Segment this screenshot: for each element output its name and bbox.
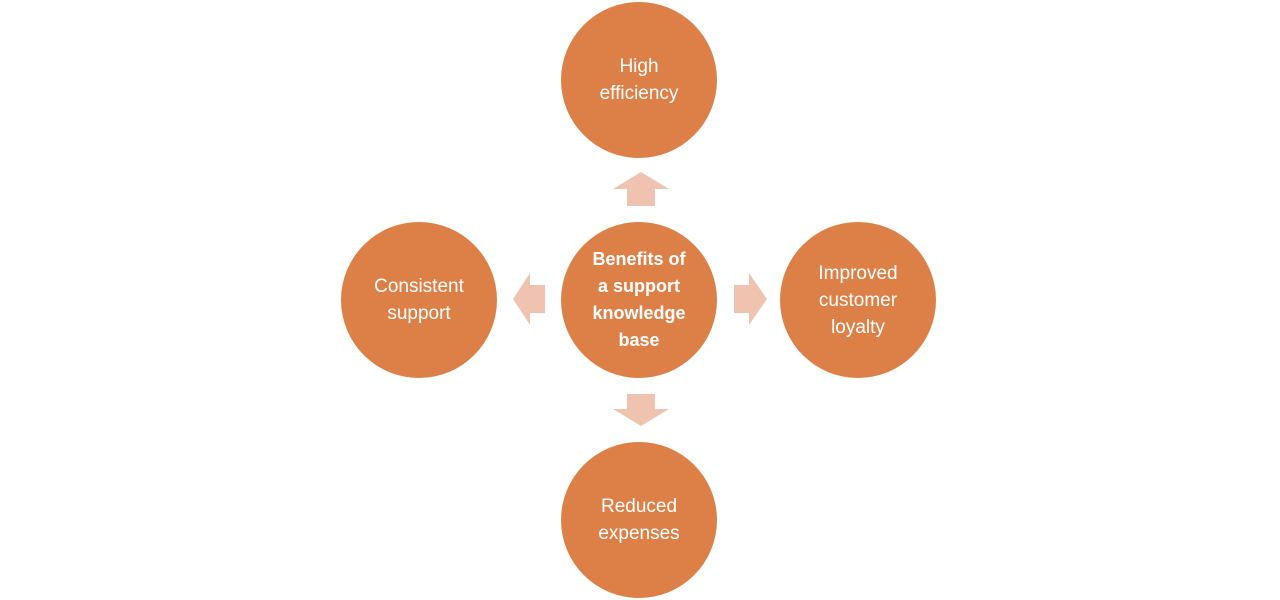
- arrow-right-to-improved-loyalty: [734, 273, 767, 325]
- arrow-up-to-high-efficiency: [613, 172, 669, 206]
- node-improved-customer-loyalty: Improved customer loyalty: [780, 222, 936, 378]
- center-node-benefits: Benefits of a support knowledge base: [561, 222, 717, 378]
- arrow-down-to-reduced-expenses: [613, 394, 669, 426]
- node-reduced-expenses-label: Reduced expenses: [598, 496, 680, 544]
- node-consistent-support-label: Consistent support: [374, 276, 464, 324]
- arrow-left-to-consistent-support: [513, 273, 545, 325]
- node-consistent-support: Consistent support: [341, 222, 497, 378]
- center-node-label: Benefits of a support knowledge base: [592, 249, 686, 350]
- node-high-efficiency-label: High efficiency: [599, 56, 679, 104]
- node-high-efficiency: High efficiency: [561, 2, 717, 158]
- node-reduced-expenses: Reduced expenses: [561, 442, 717, 598]
- node-improved-customer-loyalty-label: Improved customer loyalty: [818, 262, 898, 338]
